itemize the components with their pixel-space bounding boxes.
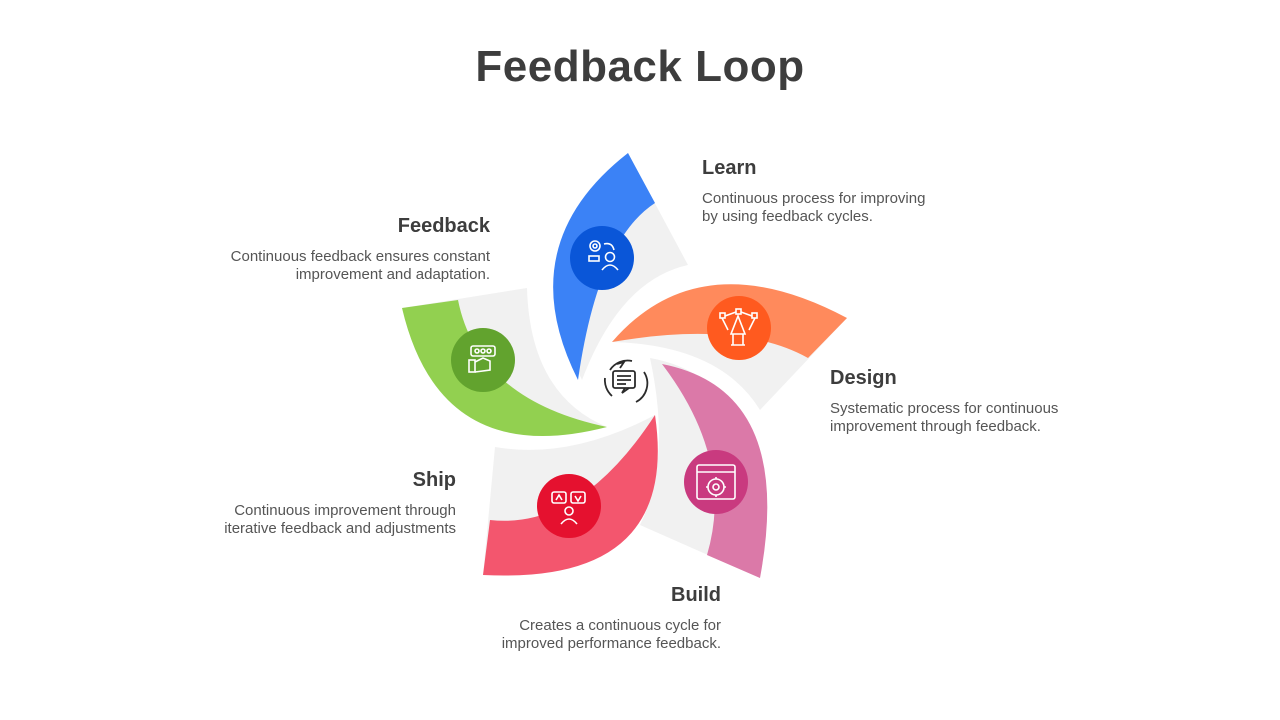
design-icon-circle xyxy=(707,296,771,360)
build-icon-circle xyxy=(684,450,748,514)
petal-feedback[interactable] xyxy=(402,288,607,437)
feedback-heading: Feedback xyxy=(397,215,490,237)
ship-heading: Ship xyxy=(412,469,456,491)
feedback-color-band xyxy=(402,300,607,437)
petal-ship[interactable] xyxy=(483,415,658,576)
feedback-description: Continuous feedback ensures constant imp… xyxy=(230,248,490,283)
thumbs-chat-icon xyxy=(551,491,586,525)
pen-tool-icon xyxy=(719,308,758,346)
page-title: Feedback Loop xyxy=(475,42,805,91)
design-description: Systematic process for continuous improv… xyxy=(830,400,1059,435)
label-learn: Learn Continuous process for improving b… xyxy=(702,157,925,226)
rating-hand-icon xyxy=(468,345,496,373)
browser-gear-icon xyxy=(696,464,736,500)
learn-icon-circle xyxy=(570,226,634,290)
petal-learn[interactable] xyxy=(553,153,688,380)
label-design: Design Systematic process for continuous… xyxy=(830,367,1058,436)
build-heading: Build xyxy=(671,584,721,606)
ship-color-band xyxy=(483,415,658,576)
chat-cycle-icon xyxy=(604,359,649,403)
learn-heading: Learn xyxy=(702,157,757,179)
label-ship: Ship Continuous improvement through iter… xyxy=(150,469,456,538)
feedback-icon-circle xyxy=(451,328,515,392)
petal-build[interactable] xyxy=(640,358,768,578)
design-heading: Design xyxy=(830,367,897,389)
ship-description: Continuous improvement through iterative… xyxy=(224,502,456,537)
person-gear-icon xyxy=(588,240,619,271)
petal-design[interactable] xyxy=(612,284,847,410)
label-feedback: Feedback Continuous feedback ensures con… xyxy=(150,215,490,284)
ship-icon-circle xyxy=(537,474,601,538)
build-description: Creates a continuous cycle for improved … xyxy=(501,617,721,652)
label-build: Build Creates a continuous cycle for imp… xyxy=(420,584,721,653)
learn-description: Continuous process for improving by usin… xyxy=(702,190,926,225)
